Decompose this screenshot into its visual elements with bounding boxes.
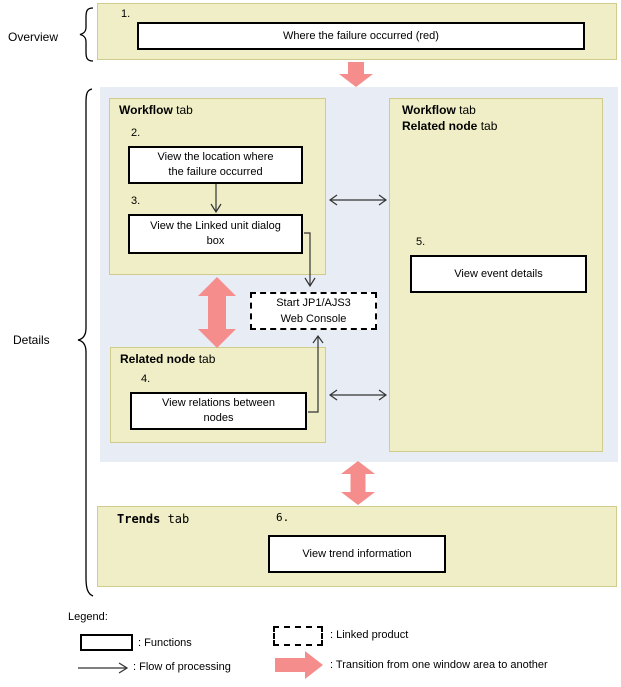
- box3-line1: View the Linked unit dialog: [150, 220, 281, 232]
- box-view-linked-unit-dialog: View the Linked unit dialog box: [128, 214, 303, 254]
- overview-function-box-text: Where the failure occurred (red): [283, 29, 439, 42]
- overview-brace: [79, 7, 94, 62]
- step-3: 3.: [131, 195, 141, 207]
- trends-panel-title: Trends tab: [117, 511, 189, 527]
- legend-flow-arrow-icon: [78, 662, 129, 674]
- legend-transition-arrow-icon: [275, 651, 323, 679]
- legend-transition-label: : Transition from one window area to ano…: [330, 659, 548, 671]
- right-title-line2-bold: Related node: [402, 119, 478, 133]
- related-title-tab: tab: [195, 352, 216, 366]
- workflow-panel-title: Workflow tab: [119, 102, 193, 118]
- box4-line2: nodes: [203, 412, 234, 424]
- box6-text: View trend information: [302, 547, 412, 560]
- box5-text: View event details: [454, 267, 543, 280]
- box-view-event-details: View event details: [410, 255, 587, 293]
- box-view-relations-between-nodes: View relations between nodes: [130, 392, 307, 430]
- legend-linked-product-swatch: [273, 626, 323, 646]
- workflow-title-tab: tab: [172, 103, 193, 117]
- box2-line2: the failure occurred: [168, 166, 263, 178]
- step-6: 6.: [276, 511, 290, 524]
- step-2: 2.: [131, 127, 141, 139]
- step-1: 1.: [121, 8, 131, 20]
- related-node-panel-title: Related node tab: [120, 351, 215, 367]
- box-view-failure-location: View the location where the failure occu…: [128, 146, 303, 184]
- linked-product-box: Start JP1/AJS3 Web Console: [250, 292, 377, 330]
- box4-line1: View relations between: [162, 397, 275, 409]
- box-view-trend-information: View trend information: [268, 535, 446, 573]
- box2-line1: View the location where: [157, 151, 274, 163]
- details-brace: [77, 88, 94, 597]
- linked-product-line2: Web Console: [280, 313, 347, 325]
- box3-line2: box: [206, 235, 225, 247]
- legend-functions-label: : Functions: [138, 637, 192, 649]
- transition-arrow-vertical-bottom-icon: [341, 461, 375, 505]
- overview-function-box: Where the failure occurred (red): [137, 22, 585, 50]
- legend-linked-label: : Linked product: [330, 629, 409, 641]
- legend-flow-label: : Flow of processing: [133, 661, 231, 673]
- overview-label: Overview: [8, 30, 59, 44]
- details-label: Details: [13, 333, 50, 347]
- legend-title: Legend:: [68, 611, 108, 623]
- workflow-title-bold: Workflow: [119, 103, 173, 117]
- related-title-bold: Related node: [120, 352, 196, 366]
- right-title-line2-tab: tab: [477, 119, 498, 133]
- linked-product-line1: Start JP1/AJS3: [276, 297, 351, 309]
- right-title-line1-tab: tab: [455, 103, 476, 117]
- legend-functions-swatch: [80, 634, 133, 651]
- trends-title-tab: tab: [160, 512, 190, 526]
- step-5: 5.: [416, 236, 426, 248]
- transition-arrow-down-icon: [339, 62, 373, 87]
- trends-title-bold: Trends: [117, 512, 161, 526]
- right-title-line1-bold: Workflow: [402, 103, 456, 117]
- step-4: 4.: [141, 373, 151, 385]
